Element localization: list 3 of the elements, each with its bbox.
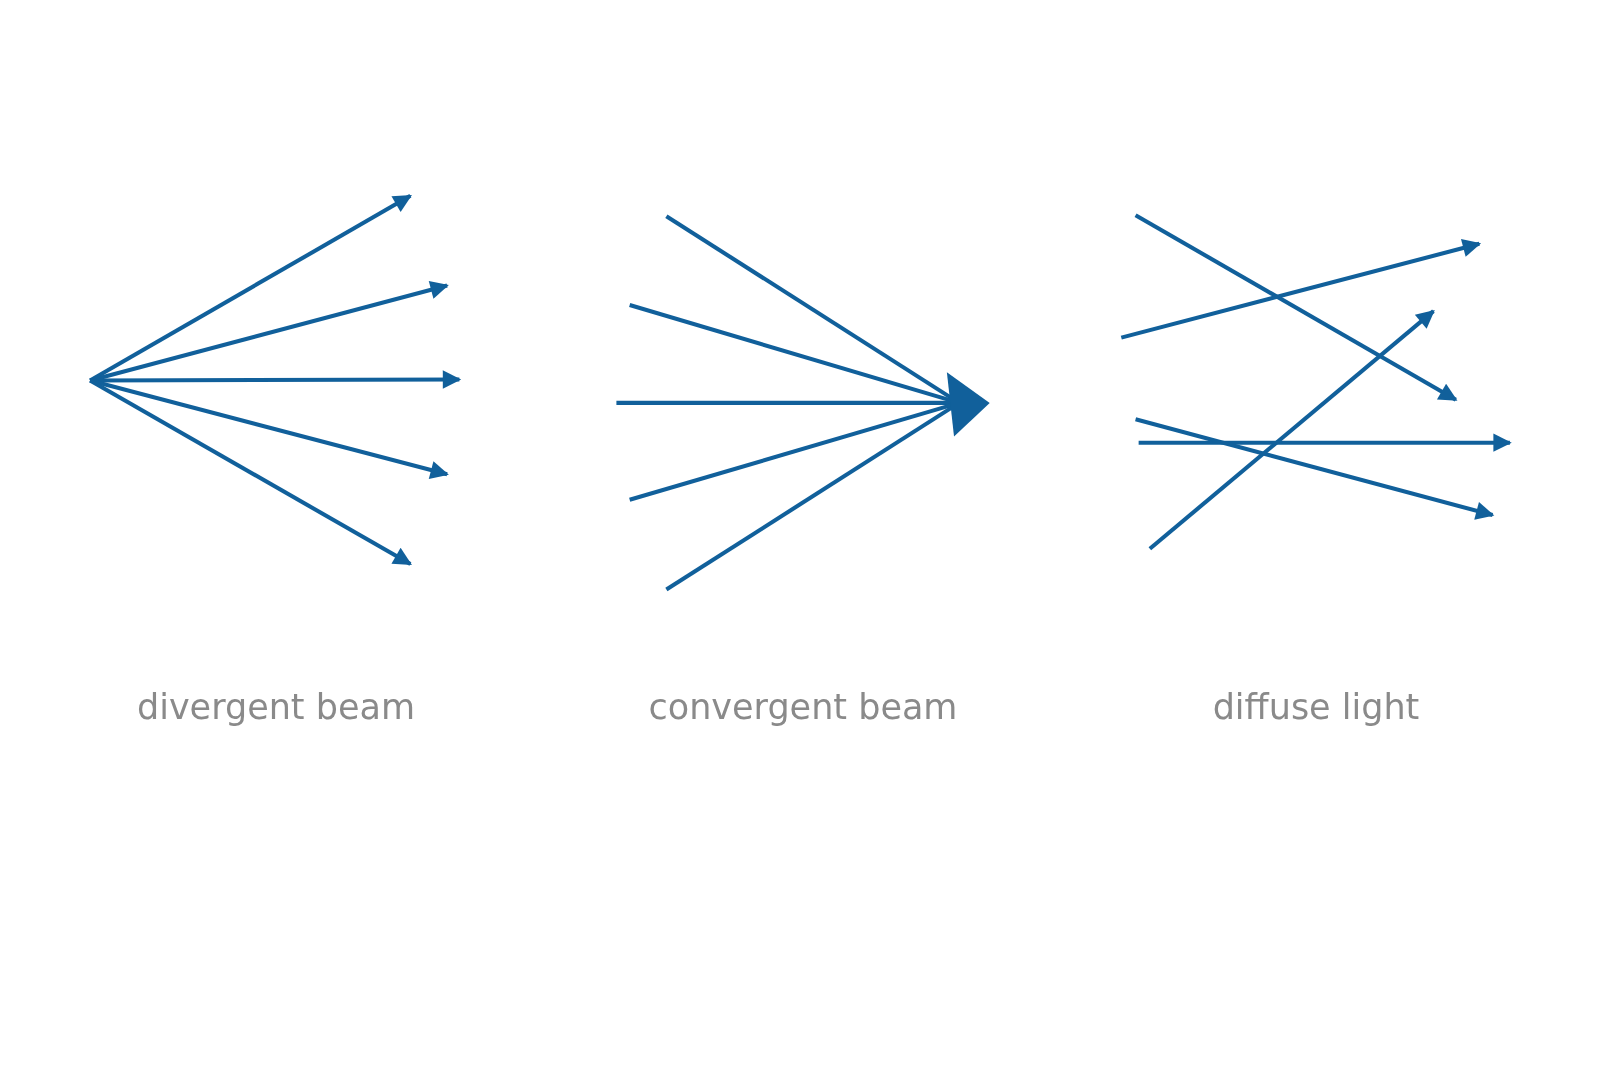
caption-text: divergent beam [135, 686, 416, 729]
caption-text: diffuse light [1211, 686, 1421, 729]
caption-text: convergent beam [647, 686, 959, 729]
